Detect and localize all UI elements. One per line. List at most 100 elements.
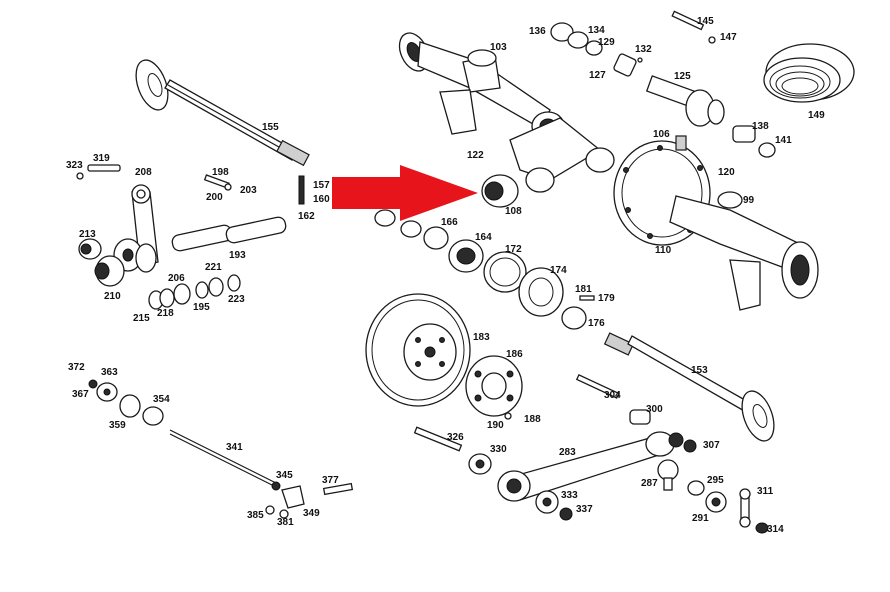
part-label-174: 174 (550, 265, 567, 276)
part-label-188: 188 (524, 414, 541, 425)
part-label-213: 213 (79, 229, 96, 240)
part-label-141: 141 (775, 135, 792, 146)
part-label-129: 129 (598, 37, 615, 48)
bolt-319 (76, 164, 121, 180)
trailing-arm-283 (497, 431, 684, 502)
axle-housing-103 (398, 32, 615, 193)
part-label-349: 349 (303, 508, 320, 519)
link-311 (739, 488, 751, 528)
part-label-176: 176 (588, 318, 605, 329)
part-label-314: 314 (767, 524, 784, 535)
half-shaft-125 (645, 75, 725, 127)
part-label-330: 330 (490, 444, 507, 455)
part-label-287: 287 (641, 478, 658, 489)
part-label-372: 372 (68, 362, 85, 373)
part-label-103: 103 (490, 42, 507, 53)
part-label-162: 162 (298, 211, 315, 222)
bushing-291 (705, 491, 727, 513)
part-label-206: 206 (168, 273, 185, 284)
part-label-155: 155 (262, 122, 279, 133)
part-label-108: 108 (505, 206, 522, 217)
bushing-210 (94, 255, 125, 287)
part-label-181: 181 (575, 284, 592, 295)
part-label-345: 345 (276, 470, 293, 481)
nut-314 (755, 522, 769, 534)
part-label-223: 223 (228, 294, 245, 305)
part-label-190: 190 (487, 420, 504, 431)
ring-295 (687, 480, 705, 496)
part-label-283: 283 (559, 447, 576, 458)
part-label-300: 300 (646, 404, 663, 415)
differential-housing-99 (613, 135, 819, 311)
part-label-333: 333 (561, 490, 578, 501)
nut-307 (683, 439, 697, 453)
clamp-349 (271, 481, 305, 509)
bushing-333 (535, 490, 559, 514)
washer-stack (148, 274, 241, 310)
part-label-106: 106 (653, 129, 670, 140)
part-label-157: 157 (313, 180, 330, 191)
part-label-186: 186 (506, 349, 523, 360)
part-label-354: 354 (153, 394, 170, 405)
ball-joint-287 (657, 459, 679, 491)
bushing-213 (78, 238, 102, 260)
part-label-208: 208 (135, 167, 152, 178)
washer-set-363 (88, 379, 164, 426)
hub-flange-186 (465, 355, 523, 420)
bellows-149 (763, 43, 855, 103)
part-label-145: 145 (697, 16, 714, 27)
stud-157 (298, 175, 305, 205)
part-label-183: 183 (473, 332, 490, 343)
part-label-218: 218 (157, 308, 174, 319)
part-label-200: 200 (206, 192, 223, 203)
drive-shaft-155 (135, 59, 310, 167)
part-label-377: 377 (322, 475, 339, 486)
red-arrow (332, 165, 478, 221)
bolt-145 (671, 10, 716, 44)
part-label-221: 221 (205, 262, 222, 273)
bushing-138 (732, 125, 756, 143)
part-label-127: 127 (589, 70, 606, 81)
part-label-295: 295 (707, 475, 724, 486)
drive-shaft-153 (603, 332, 775, 442)
part-label-210: 210 (104, 291, 121, 302)
part-label-291: 291 (692, 513, 709, 524)
part-label-311: 311 (757, 486, 774, 497)
part-label-149: 149 (808, 110, 825, 121)
part-label-134: 134 (588, 25, 605, 36)
part-label-198: 198 (212, 167, 229, 178)
washer-330 (468, 453, 492, 475)
part-label-307: 307 (703, 440, 720, 451)
part-label-164: 164 (475, 232, 492, 243)
nut-337 (559, 507, 573, 521)
bushing-108 (481, 174, 519, 208)
seal-ring-set (550, 22, 643, 77)
part-label-110: 110 (655, 245, 672, 256)
part-label-166: 166 (441, 217, 458, 228)
part-label-193: 193 (229, 250, 246, 261)
bolt-326 (413, 426, 463, 452)
part-label-203: 203 (240, 185, 257, 196)
part-label-99: 99 (743, 195, 755, 206)
part-label-132: 132 (635, 44, 652, 55)
part-label-323: 323 (66, 160, 83, 171)
bolt-377 (322, 482, 354, 496)
part-label-363: 363 (101, 367, 118, 378)
part-label-215: 215 (133, 313, 150, 324)
part-label-304: 304 (604, 390, 621, 401)
part-label-125: 125 (674, 71, 691, 82)
part-label-138: 138 (752, 121, 769, 132)
bushing-300 (629, 409, 651, 425)
part-label-120: 120 (718, 167, 735, 178)
part-label-337: 337 (576, 504, 593, 515)
nut-385 (265, 505, 289, 519)
brake-disc-183 (365, 293, 471, 407)
pin-198 (203, 174, 232, 191)
part-label-179: 179 (598, 293, 615, 304)
rod-341 (169, 429, 279, 489)
part-label-385: 385 (247, 510, 264, 521)
part-label-326: 326 (447, 432, 464, 443)
ring-141 (758, 142, 776, 158)
